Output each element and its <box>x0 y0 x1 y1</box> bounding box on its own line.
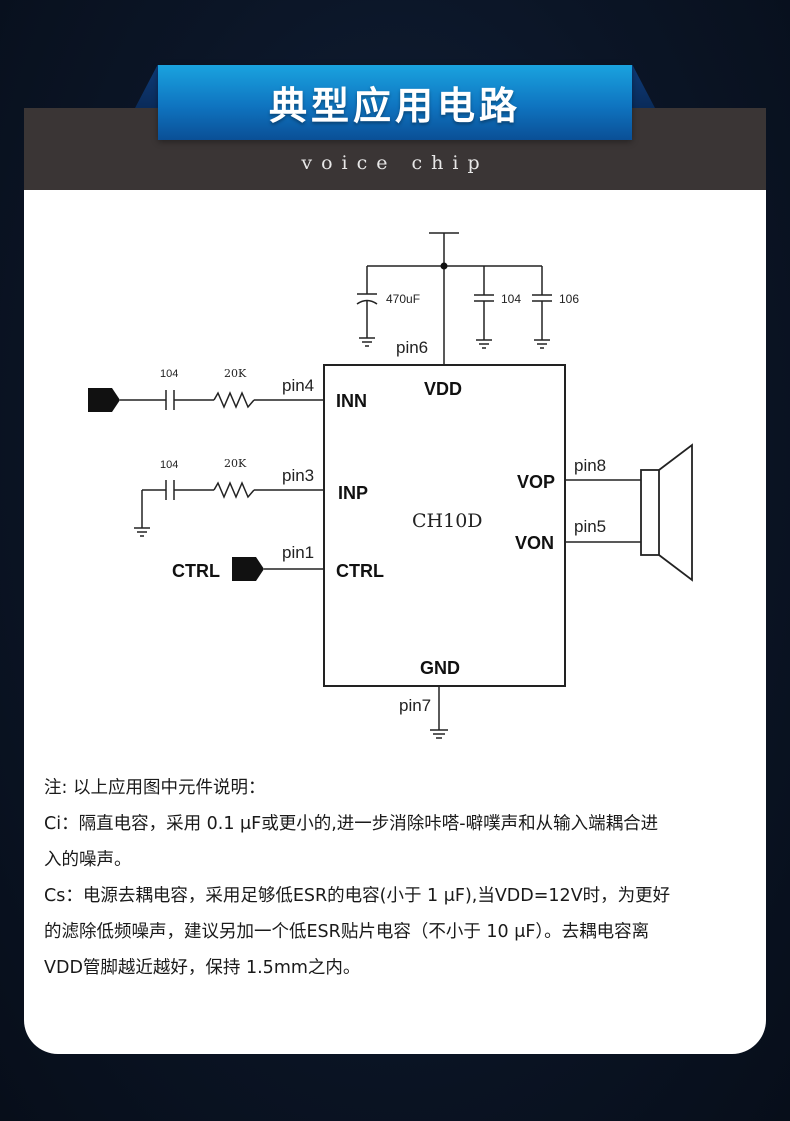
res-20k-inp-label: 20K <box>224 457 247 470</box>
pin-vop-label: VOP <box>517 472 555 492</box>
page-title: 典型应用电路 <box>268 84 521 128</box>
cap-106-label: 106 <box>559 292 579 306</box>
chip-body <box>323 364 566 687</box>
pin-inn-label: INN <box>336 391 367 411</box>
cap-104-top-label: 104 <box>501 292 521 306</box>
notes-heading: 注: 以上应用图中元件说明： <box>44 778 266 798</box>
chip-name: CH10D <box>412 510 483 532</box>
resistor-20k-inn <box>213 391 255 409</box>
ctrl-input-label: CTRL <box>172 561 220 581</box>
title-tab: 典型应用电路 <box>158 65 632 140</box>
circuit-diagram: 470uF 104 106 104 20K 104 20K pin6 pin4 … <box>88 232 693 739</box>
pin-gnd-label: GND <box>420 658 460 678</box>
notes-cs-line1: Cs：电源去耦电容，采用足够低ESR的电容(小于 1 μF),当VDD=12V时… <box>44 886 671 906</box>
speaker-icon <box>640 469 660 556</box>
pin3-label: pin3 <box>282 466 314 485</box>
cap-470-label: 470uF <box>386 292 420 306</box>
notes-cs-line2: 的滤除低频噪声，建议另加一个低ESR贴片电容（不小于 10 μF）。去耦电容离 <box>44 922 650 942</box>
notes-section: 注: 以上应用图中元件说明： Ci：隔直电容，采用 0.1 μF或更小的,进一步… <box>44 770 756 986</box>
pin8-label: pin8 <box>574 456 606 475</box>
cap-104-inn-label: 104 <box>160 368 178 380</box>
pin6-label: pin6 <box>396 338 428 357</box>
content-card: 470uF 104 106 104 20K 104 20K pin6 pin4 … <box>24 190 766 1054</box>
notes-ci-line2: 入的噪声。 <box>44 850 132 870</box>
notes-ci-line1: Ci：隔直电容，采用 0.1 μF或更小的,进一步消除咔嗒-噼噗声和从输入端耦合… <box>44 814 659 834</box>
ctrl-arrow-icon <box>232 557 264 581</box>
speaker-cone <box>658 443 693 582</box>
pin1-label: pin1 <box>282 543 314 562</box>
res-20k-inn-label: 20K <box>224 367 247 380</box>
pin-ctrl-label: CTRL <box>336 561 384 581</box>
pin4-label: pin4 <box>282 376 314 395</box>
pin-vdd-label: VDD <box>424 379 462 399</box>
pin7-label: pin7 <box>399 696 431 715</box>
pin-von-label: VON <box>515 533 554 553</box>
notes-cs-line3: VDD管脚越近越好，保持 1.5mm之内。 <box>44 958 361 978</box>
resistor-20k-inp <box>213 481 255 499</box>
pin-inp-label: INP <box>338 483 368 503</box>
cap-104-inp-label: 104 <box>160 459 178 471</box>
pin5-label: pin5 <box>574 517 606 536</box>
page-subtitle: voice chip <box>301 152 489 174</box>
junction-dot <box>440 262 448 270</box>
cap-470-curved-plate <box>356 299 378 305</box>
input-arrow-icon <box>88 388 120 412</box>
